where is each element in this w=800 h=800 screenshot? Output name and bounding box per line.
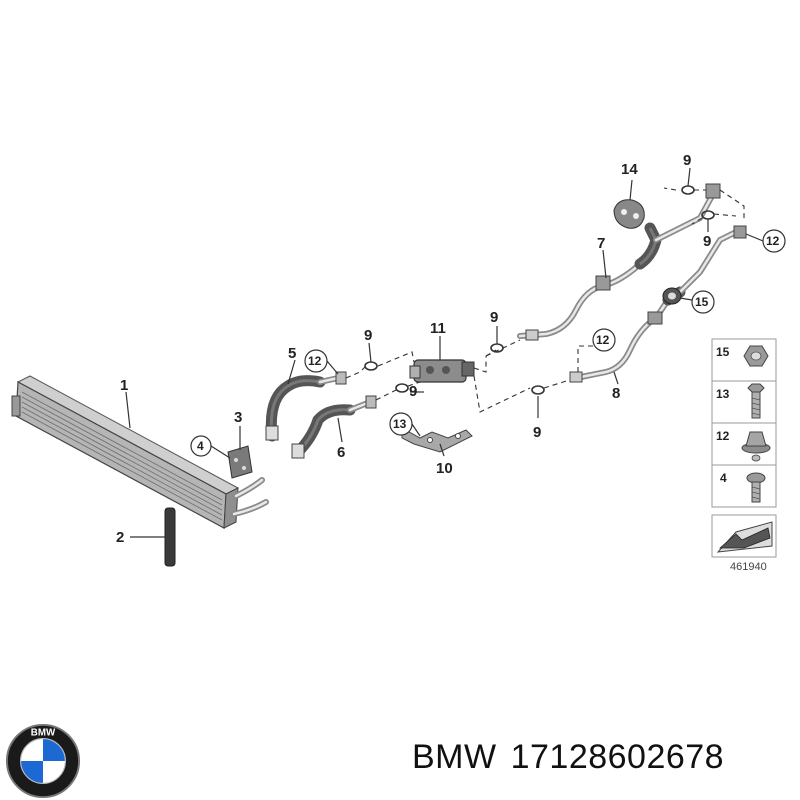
assembly-line-5-11: [345, 351, 415, 379]
callout-4: 4: [197, 439, 204, 453]
part-9-oring-b: [395, 383, 409, 393]
logo-lettering: BMW: [31, 728, 56, 739]
screw-4-icon: [746, 472, 766, 503]
part-8-pipe: [569, 286, 686, 383]
callout-9e: 9: [683, 152, 691, 169]
leader-10: [439, 443, 445, 457]
part-1-cooler: [11, 375, 269, 529]
callout-13: 13: [393, 417, 407, 431]
leader-1: [125, 391, 131, 429]
leader-15: [679, 297, 693, 301]
part-9-oring-d: [531, 385, 545, 395]
leader-9e: [687, 167, 691, 187]
leader-13: [411, 423, 421, 437]
part-2-strip: [164, 507, 176, 567]
nut-15-icon: [743, 345, 769, 367]
part-caption: BMW 17128602678: [412, 738, 738, 777]
callout-9b: 9: [409, 383, 417, 400]
part-9-oring-a: [364, 361, 378, 371]
part-7-pipe: [517, 222, 662, 341]
legend-label-15: 15: [716, 345, 730, 359]
legend-label-12: 12: [716, 429, 730, 443]
callout-12b: 12: [596, 333, 610, 347]
flange-nut-12-icon: [741, 431, 771, 462]
leader-12c: [745, 233, 764, 242]
callout-3: 3: [234, 409, 242, 426]
leader-12a: [326, 360, 339, 375]
bmw-logo: BMW: [5, 723, 81, 799]
assembly-line-11-7: [485, 339, 521, 357]
leader-8: [613, 371, 619, 385]
bolt-13-icon: [747, 383, 765, 419]
part-10-bracket: [401, 427, 473, 453]
assembly-line-top: [663, 187, 745, 220]
callout-6: 6: [337, 444, 345, 461]
leader-6: [337, 417, 343, 443]
callout-1: 1: [120, 377, 128, 394]
callout-10: 10: [436, 460, 453, 477]
leader-4: [210, 445, 231, 459]
reference-number: 461940: [730, 561, 767, 573]
assembly-line-9f: [691, 213, 737, 225]
legend-table: 15 13 12 4: [711, 338, 777, 573]
legend-label-4: 4: [720, 471, 727, 485]
callout-15-circle: [691, 290, 715, 314]
leader-7: [602, 249, 607, 279]
leader-5: [287, 359, 296, 385]
part-11-valve-block: [409, 359, 475, 383]
upper-pipe-assembly: [653, 183, 747, 305]
callout-11: 11: [430, 320, 446, 337]
part-6-hose: [291, 395, 377, 459]
callout-7: 7: [597, 235, 605, 252]
callout-9f: 9: [703, 233, 711, 250]
direction-arrow-icon: [716, 521, 773, 553]
leader-9a: [368, 342, 372, 363]
part-14-flange: [613, 199, 645, 229]
part-3-bracket: [227, 445, 253, 479]
assembly-line-12b: [577, 345, 593, 374]
part-5-hose: [265, 371, 347, 442]
callout-9a: 9: [364, 327, 372, 344]
callout-12a: 12: [308, 354, 322, 368]
callout-8: 8: [612, 385, 620, 402]
part-9-oring-e: [681, 185, 695, 195]
callout-15: 15: [695, 295, 709, 309]
callout-5: 5: [288, 345, 296, 362]
part-number: 17128602678: [510, 738, 725, 776]
callout-12c: 12: [766, 234, 780, 248]
callout-9c: 9: [490, 309, 498, 326]
callout-14: 14: [621, 161, 638, 178]
leader-14: [629, 179, 633, 201]
callout-2: 2: [116, 529, 124, 546]
assembly-line-11-right: [473, 349, 531, 413]
callout-12b-circle: [592, 328, 616, 352]
callout-9d: 9: [533, 424, 541, 441]
assembly-line-6-11: [375, 381, 421, 401]
legend-label-13: 13: [716, 387, 730, 401]
brand-name: BMW: [412, 738, 497, 776]
